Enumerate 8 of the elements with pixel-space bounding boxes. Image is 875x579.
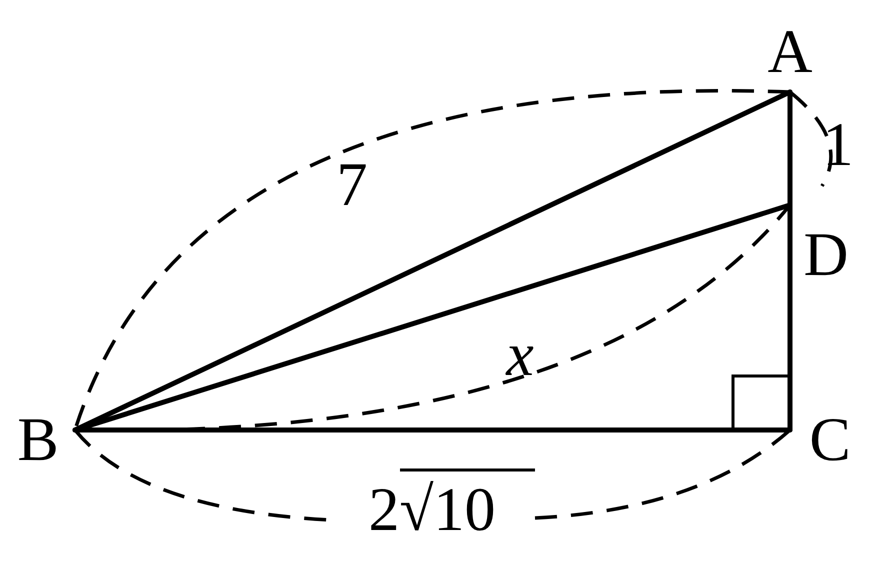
dimension-label: 2√10	[368, 479, 496, 541]
vertex-label: C	[809, 409, 851, 471]
dimension-label: 1	[822, 114, 854, 176]
vertex-label: D	[804, 224, 848, 286]
dimension-label: x	[506, 324, 534, 386]
vertex-label: B	[17, 409, 59, 471]
dimension-label: 7	[336, 154, 368, 216]
vertex-label: A	[768, 21, 812, 83]
